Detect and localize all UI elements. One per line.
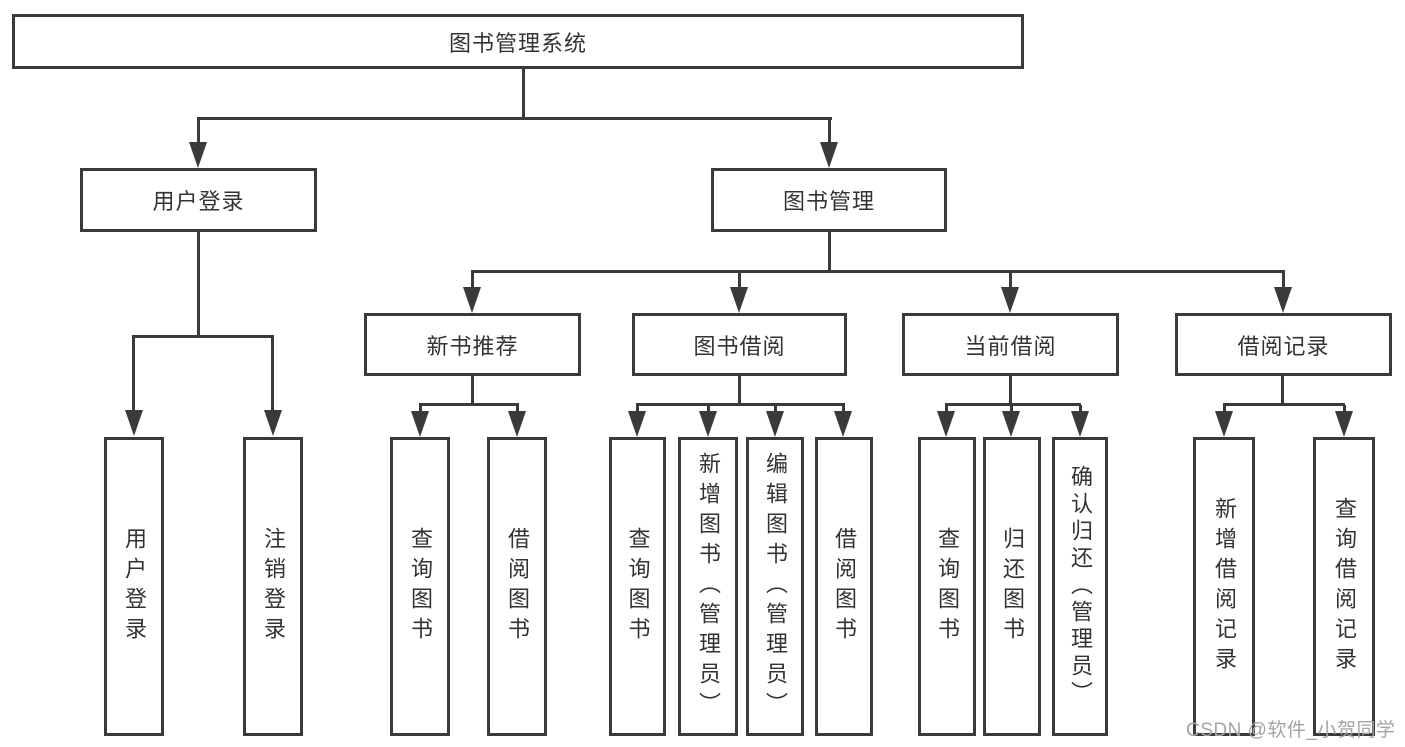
arrowhead-down-icon <box>766 411 784 437</box>
arrowhead-down-icon <box>1274 287 1292 313</box>
arrowhead-down-icon <box>699 411 717 437</box>
node-current-borrow-label: 当前借阅 <box>964 333 1057 359</box>
connector-line <box>419 403 519 406</box>
node-leaf-user-login: 用户登录 <box>104 437 164 736</box>
node-root-label: 图书管理系统 <box>448 30 587 56</box>
connector-line <box>945 405 948 414</box>
connector-line <box>471 270 1285 273</box>
arrowhead-down-icon <box>125 410 143 436</box>
arrowhead-down-icon <box>628 411 646 437</box>
node-leaf-query-book-1-label: 查询图书 <box>408 526 433 647</box>
connector-line <box>419 405 422 414</box>
connector-line <box>707 405 710 414</box>
node-book-borrow-label: 图书借阅 <box>693 333 786 359</box>
node-leaf-confirm-return: 确认归还（管理员） <box>1052 437 1108 736</box>
connector-line <box>945 403 1081 406</box>
arrowhead-down-icon <box>937 411 955 437</box>
connector-line <box>471 376 474 405</box>
node-leaf-query-record-label: 查询借阅记录 <box>1332 496 1357 677</box>
connector-line <box>522 69 525 120</box>
node-leaf-confirm-return-label: 确认归还（管理员） <box>1068 465 1093 708</box>
node-leaf-borrow-book-2: 借阅图书 <box>815 437 873 736</box>
arrowhead-down-icon <box>834 411 852 437</box>
connector-line <box>1010 405 1013 414</box>
connector-line <box>738 272 741 289</box>
node-leaf-query-book-1: 查询图书 <box>390 437 450 736</box>
connector-line <box>471 272 474 289</box>
watermark-text: CSDN @软件_小贺同学 <box>1186 720 1396 741</box>
node-leaf-borrow-book-1: 借阅图书 <box>487 437 547 736</box>
connector-line <box>1223 405 1226 414</box>
arrowhead-down-icon <box>820 142 838 168</box>
connector-line <box>1281 376 1284 405</box>
node-user-login-label: 用户登录 <box>152 189 245 214</box>
node-leaf-add-book-label: 新增图书（管理员） <box>696 451 721 722</box>
node-leaf-logout: 注销登录 <box>243 437 303 736</box>
node-leaf-edit-book: 编辑图书（管理员） <box>746 437 804 736</box>
node-current-borrow: 当前借阅 <box>902 313 1119 376</box>
arrowhead-down-icon <box>411 411 429 437</box>
node-leaf-add-book: 新增图书（管理员） <box>678 437 738 736</box>
connector-line <box>828 119 831 146</box>
arrowhead-down-icon <box>463 287 481 313</box>
arrowhead-down-icon <box>189 142 207 168</box>
node-leaf-query-book-2-label: 查询图书 <box>625 526 651 647</box>
connector-line <box>774 405 777 414</box>
node-book-borrow: 图书借阅 <box>632 313 847 376</box>
node-leaf-add-record: 新增借阅记录 <box>1193 437 1255 736</box>
node-book-mgmt: 图书管理 <box>711 168 947 232</box>
arrowhead-down-icon <box>730 287 748 313</box>
node-borrow-records-label: 借阅记录 <box>1237 333 1330 359</box>
node-user-login: 用户登录 <box>80 168 317 232</box>
connector-line <box>842 405 845 414</box>
connector-line <box>271 337 274 412</box>
connector-line <box>197 119 200 146</box>
node-new-book-rec: 新书推荐 <box>364 313 581 376</box>
node-leaf-query-book-3-label: 查询图书 <box>935 526 960 647</box>
connector-line <box>132 335 274 338</box>
connector-line <box>197 117 832 120</box>
connector-line <box>1009 376 1012 405</box>
arrowhead-down-icon <box>1335 411 1353 437</box>
node-leaf-query-record: 查询借阅记录 <box>1313 437 1375 736</box>
node-new-book-rec-label: 新书推荐 <box>426 333 519 359</box>
arrowhead-down-icon <box>1215 411 1233 437</box>
connector-line <box>1079 405 1082 414</box>
connector-line <box>828 232 831 273</box>
node-leaf-query-book-2: 查询图书 <box>609 437 666 736</box>
connector-line <box>516 405 519 414</box>
connector-line <box>636 403 845 406</box>
node-leaf-logout-label: 注销登录 <box>261 526 286 647</box>
node-leaf-add-record-label: 新增借阅记录 <box>1212 496 1237 677</box>
connector-line <box>1282 272 1285 289</box>
node-leaf-user-login-label: 用户登录 <box>122 526 147 647</box>
connector-line <box>738 376 741 405</box>
connector-line <box>636 405 639 414</box>
arrowhead-down-icon <box>1002 411 1020 437</box>
connector-line <box>1009 272 1012 289</box>
node-leaf-return-book-label: 归还图书 <box>1000 526 1025 647</box>
node-leaf-return-book: 归还图书 <box>983 437 1041 736</box>
node-leaf-borrow-book-2-label: 借阅图书 <box>832 526 857 647</box>
arrowhead-down-icon <box>264 410 282 436</box>
node-borrow-records: 借阅记录 <box>1175 313 1392 376</box>
node-root: 图书管理系统 <box>12 14 1024 69</box>
node-book-mgmt-label: 图书管理 <box>782 189 875 214</box>
arrowhead-down-icon <box>508 411 526 437</box>
node-leaf-borrow-book-1-label: 借阅图书 <box>505 526 530 647</box>
connector-line <box>197 232 200 338</box>
node-leaf-query-book-3: 查询图书 <box>918 437 976 736</box>
arrowhead-down-icon <box>1071 411 1089 437</box>
arrowhead-down-icon <box>1001 287 1019 313</box>
connector-line <box>132 337 135 412</box>
node-leaf-edit-book-label: 编辑图书（管理员） <box>763 451 788 722</box>
connector-line <box>1343 405 1346 414</box>
connector-line <box>1223 403 1345 406</box>
